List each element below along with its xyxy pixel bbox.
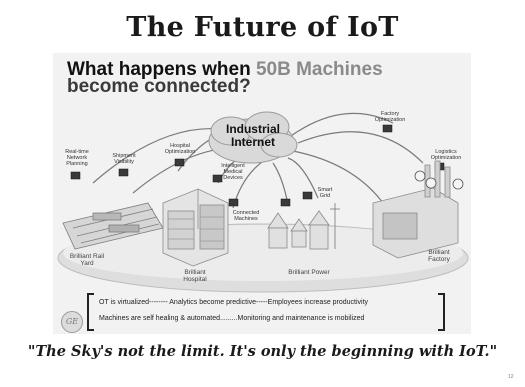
label-intelligent-medical-devices: Intelligent Medical Devices [221, 163, 245, 181]
label-brilliant-hospital: Brilliant Hospital [183, 269, 207, 283]
iot-figure: What happens when 50B Machines become co… [53, 53, 471, 334]
device-icon [212, 174, 223, 183]
smiley-icon [414, 170, 426, 182]
bracket-right [438, 293, 445, 331]
label-shipment-visibility: Shipment Visibility [112, 153, 136, 165]
headline-prefix: What happens when [67, 59, 256, 80]
device-icon [382, 124, 393, 133]
smiley-icon [452, 178, 464, 190]
headline-accent: 50B Machines [255, 59, 383, 80]
label-real-time-network-planning: Real-time Network Planning [65, 149, 89, 167]
label-factory-optimization: Factory Optimization [374, 111, 406, 123]
page-number: 12 [508, 374, 514, 380]
device-icon [174, 158, 185, 167]
label-logistics-optimization: Logistics Optimization [430, 149, 462, 161]
summary-row-1: OT is virtualized-------- Analytics beco… [99, 299, 369, 306]
ge-logo: GE [61, 311, 83, 333]
power-town-illustration [267, 203, 340, 250]
bracket-left [87, 293, 94, 331]
industrial-internet-cloud [208, 111, 298, 164]
worker-faces [414, 170, 464, 190]
slide-title: The Future of IoT [126, 12, 399, 43]
label-brilliant-rail-yard: Brilliant Rail Yard [69, 253, 105, 267]
iot-scene-illustration [57, 111, 469, 293]
device-icon [280, 198, 291, 207]
smiley-icon [425, 177, 437, 189]
device-icon [228, 198, 239, 207]
label-brilliant-power: Brilliant Power [288, 269, 330, 276]
factory-illustration [372, 160, 459, 259]
label-connected-machines: Connected Machines [232, 210, 260, 222]
label-hospital-optimization: Hospital Optimization [164, 143, 196, 155]
industrial-internet-label: Industrial Internet [225, 122, 280, 149]
label-brilliant-factory: Brilliant Factory [428, 249, 450, 263]
device-icon [118, 168, 129, 177]
device-icon [302, 191, 313, 200]
summary-box: OT is virtualized-------- Analytics beco… [87, 293, 445, 331]
summary-row-2: Machines are self healing & automated...… [99, 315, 365, 322]
headline-line2: become connected? [67, 76, 251, 97]
device-icon [70, 171, 81, 180]
hospital-illustration [162, 188, 229, 267]
slide-quote: "The Sky's not the limit. It's only the … [27, 343, 498, 360]
figure-headline: What happens when 50B Machines become co… [67, 59, 471, 97]
label-smart-grid: Smart Grid [317, 187, 333, 199]
